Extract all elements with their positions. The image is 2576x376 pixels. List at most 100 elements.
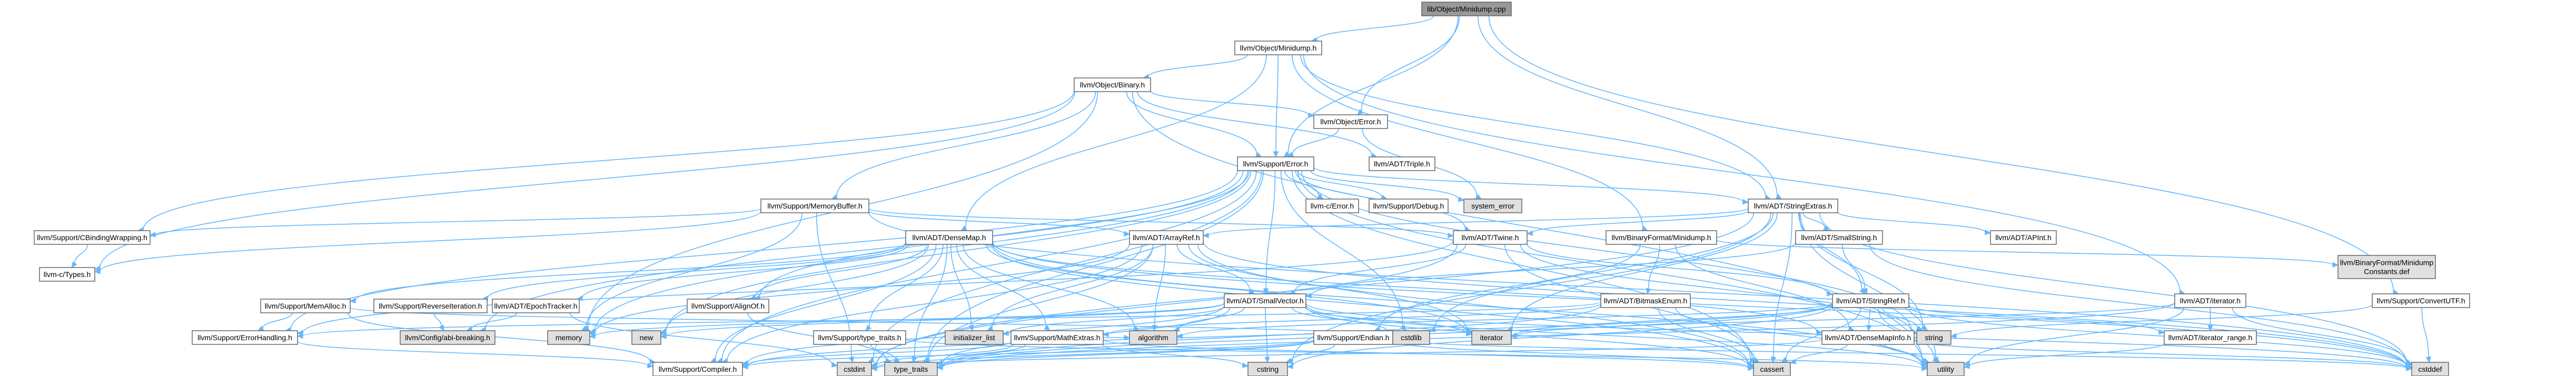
node-label: llvm/Support/Compiler.h [659,365,737,373]
node-cstddef: cstddef [2411,362,2449,376]
node-iterator[interactable]: llvm/ADT/iterator.h [2174,293,2246,308]
edge-convertutf-to-cstddef [2421,307,2432,363]
node-bitmaskenum[interactable]: llvm/ADT/BitmaskEnum.h [1600,293,1691,308]
edge-memorybuffer-to-arrayref [868,210,1131,237]
node-iter_range[interactable]: llvm/ADT/iterator_range.h [2164,330,2257,345]
node-stringref[interactable]: llvm/ADT/StringRef.h [1832,293,1909,308]
edge-root-to-stringextras [1477,15,1782,200]
node-typetraits_s[interactable]: llvm/Support/type_traits.h [813,330,906,345]
node-reverseiter[interactable]: llvm/Support/ReverseIteration.h [373,299,488,313]
node-label: llvm/ADT/DenseMapInfo.h [1825,333,1911,342]
node-label: llvm/BinaryFormat/Minidump [2340,259,2434,267]
edge-stringextras-to-stringref [1798,212,1866,294]
node-stringextras[interactable]: llvm/ADT/StringExtras.h [1748,199,1838,213]
node-smallvector[interactable]: llvm/ADT/SmallVector.h [1224,293,1306,308]
node-label: llvm/Support/ConvertUTF.h [2376,296,2465,305]
node-label: llvm/ADT/StringExtras.h [1754,202,1832,210]
edge-smallvector-to-new [660,302,1225,340]
node-cstdint: cstdint [837,362,872,376]
node-label: llvm/ADT/iterator_range.h [2168,333,2253,342]
node-error_obj_h[interactable]: llvm/Object/Error.h [1313,114,1388,129]
edge-mathextras-to-algorithm [1103,334,1131,341]
node-label: llvm/Support/AlignOf.h [691,302,765,310]
node-label: llvm/Support/MemoryBuffer.h [767,202,862,210]
node-label: llvm/Config/abi-breaking.h [405,333,490,342]
edge-smallvector-to-init_list [1002,305,1225,336]
node-label: system_error [1471,202,1514,210]
edge-arrayref-to-smallvector [1176,244,1255,294]
node-label: llvm/Support/CBindingWrapping.h [37,233,147,242]
node-label: llvm/ADT/SmallString.h [1801,233,1877,242]
edge-root-to-support_error [1283,15,1459,157]
node-label: llvm/Object/Minidump.h [1240,44,1317,52]
edge-memalloc-to-errorhandling [257,312,293,331]
edge-endian-to-cstring [1285,344,1335,363]
edge-smallstring-to-smallvector [1305,242,1796,299]
node-label: cstring [1257,365,1279,373]
node-memalloc[interactable]: llvm/Support/MemAlloc.h [260,299,351,313]
node-label: llvm/ADT/iterator.h [2180,296,2241,305]
node-densemapinfo[interactable]: llvm/ADT/DenseMapInfo.h [1821,330,1915,345]
node-label: llvm/BinaryFormat/Minidump.h [1611,233,1711,242]
edge-densemapinfo-to-utility [1884,344,1930,363]
node-label: cstddef [2418,365,2442,373]
edge-root-to-error_obj_h [1357,15,1460,115]
node-endian[interactable]: llvm/Support/Endian.h [1313,330,1393,345]
node-debug[interactable]: llvm/Support/Debug.h [1369,199,1449,213]
edge-endian-to-cassert [1392,340,1755,370]
node-label: llvm/Support/type_traits.h [818,333,901,342]
node-label: string [1925,333,1943,342]
node-convertutf[interactable]: llvm/Support/ConvertUTF.h [2372,293,2470,308]
node-root: lib/Object/Minidump.cpp [1421,2,1512,16]
node-twine[interactable]: llvm/ADT/Twine.h [1453,230,1528,245]
edge-error_obj_h-to-support_error [1287,128,1339,157]
edge-stringextras-to-cassert [1770,212,1793,363]
node-label: llvm/Object/Binary.h [1080,81,1145,89]
node-label: llvm/ADT/ArrayRef.h [1133,233,1200,242]
edge-memorybuffer-to-c_types [94,211,761,274]
node-label: llvm/Support/ErrorHandling.h [197,333,292,342]
node-mathextras[interactable]: llvm/Support/MathExtras.h [1010,330,1104,345]
node-cstring: cstring [1247,362,1288,376]
edge-cbinding-to-c_types [71,244,88,269]
node-utility: utility [1927,362,1965,376]
node-cbinding[interactable]: llvm/Support/CBindingWrapping.h [34,230,151,245]
edge-densemap-to-reverseiter [481,243,906,301]
node-binfmt_minidump[interactable]: llvm/BinaryFormat/Minidump.h [1606,230,1717,245]
node-smallstring[interactable]: llvm/ADT/SmallString.h [1795,230,1883,245]
node-binary_h[interactable]: llvm/Object/Binary.h [1074,77,1151,92]
node-c_error[interactable]: llvm-c/Error.h [1305,199,1359,213]
node-epochtracker[interactable]: llvm/ADT/EpochTracker.h [492,299,580,313]
node-apint[interactable]: llvm/ADT/APInt.h [1990,230,2057,245]
edge-densemap-to-memalloc [349,242,906,304]
node-compiler[interactable]: llvm/Support/Compiler.h [652,362,743,376]
node-minidump_h[interactable]: llvm/Object/Minidump.h [1234,41,1322,55]
node-alignof[interactable]: llvm/Support/AlignOf.h [687,299,769,313]
edge-endian-to-compiler [741,339,1314,370]
edge-binfmt_minidump-to-minidump_def [1716,239,2339,268]
node-arrayref[interactable]: llvm/ADT/ArrayRef.h [1129,230,1204,245]
node-memorybuffer[interactable]: llvm/Support/MemoryBuffer.h [760,199,869,213]
edge-densemapinfo-to-cassert [1789,344,1848,364]
edge-stringref-to-algorithm [1176,302,1833,339]
edge-binary_h-to-memorybuffer [831,91,1096,200]
node-label: memory [556,333,582,342]
edge-stringextras-to-apint [1837,211,1992,235]
edge-epochtracker-to-cstdint [570,312,838,368]
node-label: initializer_list [953,333,995,342]
node-label: llvm-c/Types.h [44,270,91,279]
node-label: llvm/ADT/BitmaskEnum.h [1604,296,1688,305]
node-errorhandling[interactable]: llvm/Support/ErrorHandling.h [192,330,298,345]
node-support_error[interactable]: llvm/Support/Error.h [1237,156,1314,171]
node-label: cstdint [844,365,865,373]
edge-root-to-minidump_h [1311,15,1434,43]
node-init_list: initializer_list [945,330,1004,345]
node-densemap[interactable]: llvm/ADT/DenseMap.h [905,230,993,245]
node-c_types[interactable]: llvm-c/Types.h [39,267,95,282]
edge-mathextras-to-cstring [1102,344,1249,369]
node-triple[interactable]: llvm/ADT/Triple.h [1369,156,1435,171]
edge-stringextras-to-arrayref [1202,207,1749,239]
edge-densemap-to-new [660,244,929,334]
edge-convertutf-to-string [1950,304,2373,339]
